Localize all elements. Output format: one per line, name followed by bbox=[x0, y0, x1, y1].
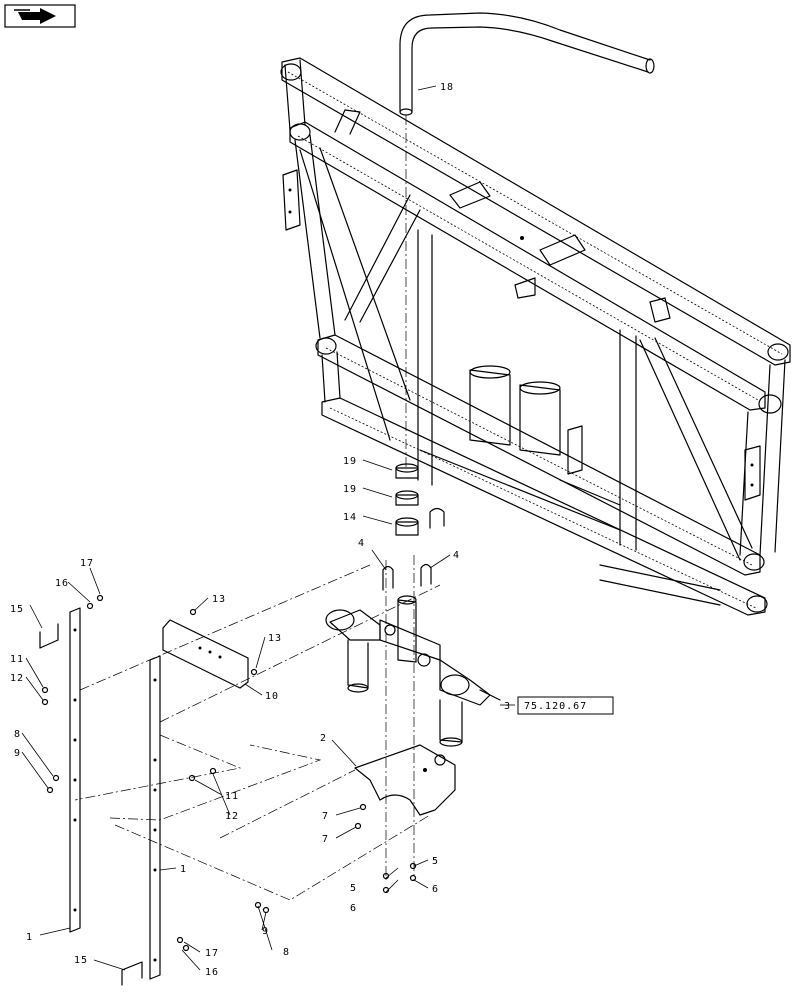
reference-box[interactable] bbox=[517, 696, 614, 715]
callout-11: 11 bbox=[10, 654, 24, 665]
callout-15: 15 bbox=[74, 955, 88, 966]
callout-14: 14 bbox=[343, 512, 357, 523]
callout-19: 19 bbox=[343, 456, 357, 467]
callout-16: 16 bbox=[55, 578, 69, 589]
callout-9: 9 bbox=[14, 748, 21, 759]
callout-12: 12 bbox=[10, 673, 24, 684]
callout-17: 17 bbox=[80, 558, 94, 569]
callout-18: 18 bbox=[440, 82, 454, 93]
leader-lines bbox=[21, 85, 515, 971]
mount-bracket-2 bbox=[354, 744, 456, 816]
u-bolts bbox=[382, 563, 432, 591]
callout-6: 6 bbox=[432, 884, 439, 895]
callout-13: 13 bbox=[212, 594, 226, 605]
callout-6: 6 bbox=[350, 903, 357, 914]
clip-15-top bbox=[39, 623, 59, 649]
callout-13: 13 bbox=[268, 633, 282, 644]
mount-bracket-10 bbox=[162, 619, 249, 689]
callout-1: 1 bbox=[180, 864, 187, 875]
center-line bbox=[385, 115, 415, 880]
callout-4: 4 bbox=[453, 550, 460, 561]
callout-16: 16 bbox=[205, 967, 219, 978]
callout-15: 15 bbox=[10, 604, 24, 615]
callout-8: 8 bbox=[283, 947, 290, 958]
callout-9: 9 bbox=[262, 926, 269, 937]
callout-5: 5 bbox=[350, 883, 357, 894]
callout-2: 2 bbox=[320, 733, 327, 744]
callout-4: 4 bbox=[358, 538, 365, 549]
callout-19: 19 bbox=[343, 484, 357, 495]
strap-right bbox=[149, 655, 161, 980]
strap-left bbox=[69, 607, 81, 933]
callout-3: 3 bbox=[504, 701, 511, 712]
callout-8: 8 bbox=[14, 729, 21, 740]
hose-clamps bbox=[395, 463, 445, 536]
nav-button[interactable] bbox=[4, 4, 76, 28]
callout-17: 17 bbox=[205, 948, 219, 959]
callout-11: 11 bbox=[225, 791, 239, 802]
boom-frame bbox=[280, 57, 791, 616]
reference-box-label: 75.120.67 bbox=[524, 701, 587, 712]
assembly-lines bbox=[74, 564, 441, 901]
callout-7: 7 bbox=[322, 811, 329, 822]
callout-12: 12 bbox=[225, 811, 239, 822]
hose bbox=[399, 12, 655, 116]
callout-10: 10 bbox=[265, 691, 279, 702]
callout-5: 5 bbox=[432, 856, 439, 867]
clip-15-bottom bbox=[121, 961, 143, 986]
valve-filter-assembly bbox=[325, 595, 501, 747]
callout-7: 7 bbox=[322, 834, 329, 845]
callout-1: 1 bbox=[26, 932, 33, 943]
forward-arrow-icon bbox=[14, 8, 56, 24]
